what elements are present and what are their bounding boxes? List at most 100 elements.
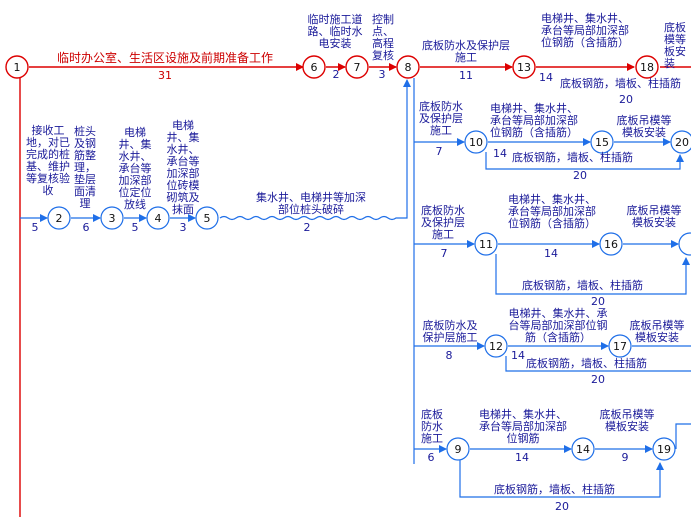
label-16-out: 底板吊模等模板安装 (626, 204, 682, 229)
duration-13-18b: 20 (619, 93, 633, 106)
duration-14-19: 9 (621, 451, 629, 464)
label-8-12: 底板防水及保护层施工 (422, 319, 478, 344)
duration-7-8: 3 (378, 68, 386, 81)
node-12: 12 (484, 334, 508, 358)
label-1-2: 接收工地，对已完成的桩基、维护等复核验收 (26, 124, 70, 197)
duration-8-9: 6 (427, 451, 435, 464)
svg-text:17: 17 (613, 340, 627, 353)
label-11-16: 电梯井、集水井、承台等局部加深部位钢筋（含插筋） (508, 193, 596, 230)
duration-4-5: 3 (179, 221, 187, 234)
svg-text:9: 9 (455, 443, 462, 456)
svg-text:8: 8 (405, 61, 412, 74)
node-3: 3 (100, 206, 124, 230)
duration-8-12: 8 (445, 349, 453, 362)
label-8-10: 底板防水及保护层施工 (419, 100, 463, 137)
node-15: 15 (590, 130, 614, 154)
duration-9-14: 14 (515, 451, 529, 464)
node-2: 2 (47, 206, 71, 230)
arrow-11-out-b (495, 254, 690, 295)
node-edge-b2 (678, 232, 691, 256)
label-9-19: 底板钢筋，墙板、柱插筋 (494, 483, 615, 496)
arrow-19-out (675, 423, 691, 449)
arrow-5-8-up (403, 79, 411, 219)
label-5-8: 集水井、电梯井等加深部位桩头破碎 (256, 191, 366, 216)
label-14-19: 底板吊模等模板安装 (599, 408, 655, 433)
arrow-12-out-b (505, 356, 691, 372)
duration-12-out: 20 (591, 373, 605, 386)
normal-arrows (20, 78, 691, 498)
label-11-out: 底板钢筋，墙板、柱插筋 (522, 279, 643, 292)
node-4: 4 (146, 206, 170, 230)
duration-8-13: 11 (459, 69, 473, 82)
label-9-14: 电梯井、集水井、承台等局部加深部位钢筋 (479, 408, 567, 445)
duration-6-7: 2 (332, 68, 340, 81)
label-1-6: 临时办公室、生活区设施及前期准备工作 (56, 51, 273, 65)
duration-10-20: 20 (573, 169, 587, 182)
node-18: 18 (635, 55, 659, 79)
node-1: 1 (5, 55, 29, 79)
node-14: 14 (571, 437, 595, 461)
duration-8-10: 7 (435, 145, 443, 158)
svg-text:6: 6 (311, 61, 318, 74)
node-6: 6 (302, 55, 326, 79)
label-8-9: 底板防水施工 (421, 408, 443, 445)
node-19: 19 (652, 437, 676, 461)
label-15-20: 底板吊模等模板安装 (616, 114, 672, 139)
label-12-17: 电梯井、集水井、承台等局部加深部位钢筋（含插筋） (508, 307, 608, 344)
label-8-11: 底板防水及保护层施工 (421, 204, 465, 241)
label-6-7: 临时施工道路、临时水电安装 (307, 13, 363, 50)
node-10: 10 (464, 130, 488, 154)
svg-text:2: 2 (56, 212, 63, 225)
svg-text:1: 1 (14, 61, 21, 74)
svg-text:19: 19 (657, 443, 671, 456)
svg-text:5: 5 (204, 212, 211, 225)
svg-text:7: 7 (354, 61, 361, 74)
duration-1-2: 5 (31, 221, 39, 234)
node-20: 20 (670, 130, 691, 154)
duration-13-18: 14 (539, 71, 553, 84)
svg-text:12: 12 (489, 340, 503, 353)
duration-3-4: 5 (131, 221, 139, 234)
duration-11-16: 14 (544, 247, 558, 260)
duration-8-11: 7 (440, 247, 448, 260)
label-18-x: 底板模等板安装 (664, 22, 686, 70)
duration-10-15: 14 (493, 147, 507, 160)
svg-text:3: 3 (109, 212, 116, 225)
duration-1-6: 31 (158, 69, 172, 82)
node-17: 17 (608, 334, 632, 358)
svg-text:20: 20 (675, 136, 689, 149)
label-4-5: 电梯井、集水井、承台等加深部位砖模砌筑及抹面 (166, 119, 200, 216)
node-7: 7 (345, 55, 369, 79)
duration-9-19: 20 (555, 500, 569, 513)
node-8: 8 (396, 55, 420, 79)
duration-2-3: 6 (82, 221, 90, 234)
label-7-8: 控制点、高程复核 (372, 13, 394, 62)
label-12-out: 底板钢筋，墙板、柱插筋 (526, 357, 647, 370)
svg-text:4: 4 (155, 212, 162, 225)
duration-12-17: 14 (511, 349, 525, 362)
node-16: 16 (599, 232, 623, 256)
label-3-4: 电梯井、集水井、承台等加深部位定位放线 (118, 126, 152, 211)
svg-text:16: 16 (604, 238, 618, 251)
arrow-5-8 (219, 215, 404, 221)
node-5: 5 (195, 206, 219, 230)
svg-text:15: 15 (595, 136, 609, 149)
arrow-9-19-b (459, 460, 664, 498)
label-2-3: 桩头及钢筋整理，垫层面清理 (74, 125, 96, 210)
label-10-15: 电梯井、集水井、承台等局部加深部位钢筋（含插筋） (490, 102, 578, 139)
arrow-10-20-b (485, 152, 684, 170)
node-9: 9 (446, 437, 470, 461)
duration-5-8: 2 (303, 221, 311, 234)
svg-text:10: 10 (469, 136, 483, 149)
svg-text:13: 13 (517, 61, 531, 74)
nodes: 1 6 7 8 13 18 2 3 4 5 10 15 20 11 16 12 … (5, 55, 691, 461)
label-13-18: 电梯井、集水井、承台等局部加深部位钢筋（含插筋） (541, 12, 629, 49)
label-8-13: 底板防水及保护层施工 (422, 39, 510, 64)
critical-path (19, 63, 691, 517)
svg-text:18: 18 (640, 61, 654, 74)
node-11: 11 (474, 232, 498, 256)
label-10-20: 底板钢筋，墙板、柱插筋 (512, 151, 633, 164)
svg-text:11: 11 (479, 238, 493, 251)
duration-11-out: 20 (591, 295, 605, 308)
